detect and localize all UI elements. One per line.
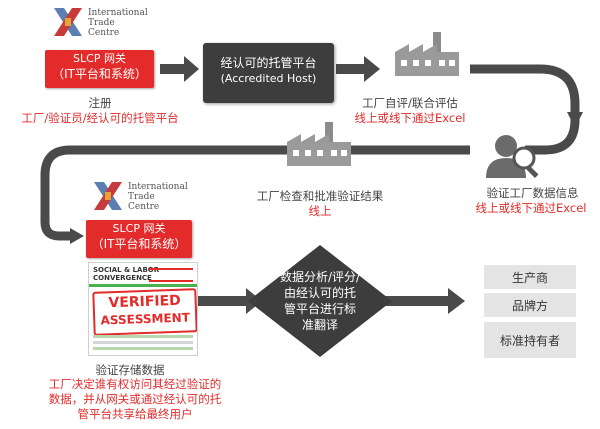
inspection-title: 工厂检查和批准验证结果 (256, 189, 384, 203)
storage-line2: 数据，并从网关或通过经认可的托 (48, 392, 222, 406)
itc-line2: Trade (88, 18, 115, 28)
storage-line3: 管平台共享给最终用户 (77, 407, 193, 421)
register-subtitle: 工厂/验证员/经认可的托管平台 (21, 111, 179, 125)
analysis-diamond (248, 245, 392, 357)
slcp-gateway-subtitle: （IT平台和系统） (52, 67, 147, 81)
verify-data-subtitle: 线上或线下通过Excel (475, 201, 587, 215)
itc-logo-icon-2 (94, 182, 122, 210)
stamp-line2: ASSESSMENT (100, 310, 191, 328)
report-header-bars (149, 268, 193, 282)
end-user-brand: 品牌方 (484, 293, 576, 317)
return-connector (40, 145, 470, 241)
itc2-line1: International (128, 182, 188, 192)
itc-line3: Centre (88, 28, 120, 38)
slcp-gateway-box-2: SLCP 网关 （IT平台和系统） (86, 220, 192, 258)
analysis-line4: 准翻译 (301, 318, 338, 332)
loop-arrowhead-1 (567, 112, 583, 128)
verified-stamp: VERIFIED ASSESSMENT (92, 288, 197, 336)
accredited-host-subtitle: (Accredited Host) (220, 72, 317, 85)
end-user-producer: 生产商 (484, 265, 576, 289)
accredited-host-box: 经认可的托管平台 (Accredited Host) (203, 43, 334, 103)
report-brand-line1: SOCIAL & LABOR (93, 266, 160, 274)
self-assessment-subtitle: 线上或线下通过Excel (354, 111, 466, 125)
verified-report-image: SOCIAL & LABOR CONVERGENCE VERIFIED ASSE… (88, 262, 198, 356)
verify-data-title: 验证工厂数据信息 (486, 186, 579, 200)
analysis-line1: 数据分析/评分/ (279, 270, 361, 284)
storage-title: 验证存储数据 (95, 363, 165, 377)
report-row-1 (93, 335, 193, 338)
report-row-2 (93, 341, 193, 344)
itc-line1: International (88, 8, 148, 18)
itc2-line2: Trade (128, 192, 155, 202)
accredited-host-title: 经认可的托管平台 (220, 56, 317, 70)
arrow-to-factory (336, 56, 380, 82)
end-user-standard-holder: 标准持有者 (484, 322, 576, 358)
analysis-line3: 管平台进行标 (283, 302, 356, 316)
slcp-gateway-2-title: SLCP 网关 (112, 222, 166, 235)
factory-icon (395, 32, 459, 76)
report-brand-line2: CONVERGENCE (93, 274, 152, 282)
report-green-bar (89, 284, 197, 287)
analysis-text: 数据分析/评分/ 由经认可的托 管平台进行标 准翻译 (268, 269, 372, 333)
self-assessment-title: 工厂自评/联合评估 (362, 96, 458, 110)
report-row-3 (93, 347, 193, 350)
arrow-to-end-users (380, 288, 465, 314)
arrow-to-host (160, 56, 199, 82)
slcp-gateway-box: SLCP 网关 （IT平台和系统） (45, 50, 154, 88)
analysis-line2: 由经认可的托 (283, 286, 356, 300)
slcp-gateway-title: SLCP 网关 (73, 52, 126, 65)
return-arrowhead (70, 228, 84, 244)
itc-logo-icon (54, 8, 82, 36)
slcp-gateway-2-subtitle: （IT平台和系统） (91, 237, 187, 251)
inspection-subtitle: 线上 (308, 204, 332, 218)
factory-icon-2 (287, 122, 351, 166)
itc2-line3: Centre (128, 202, 160, 212)
register-title: 注册 (88, 96, 112, 110)
verifier-icon (486, 135, 539, 179)
storage-line1: 工厂决定谁有权访问其经过验证的 (48, 377, 222, 391)
